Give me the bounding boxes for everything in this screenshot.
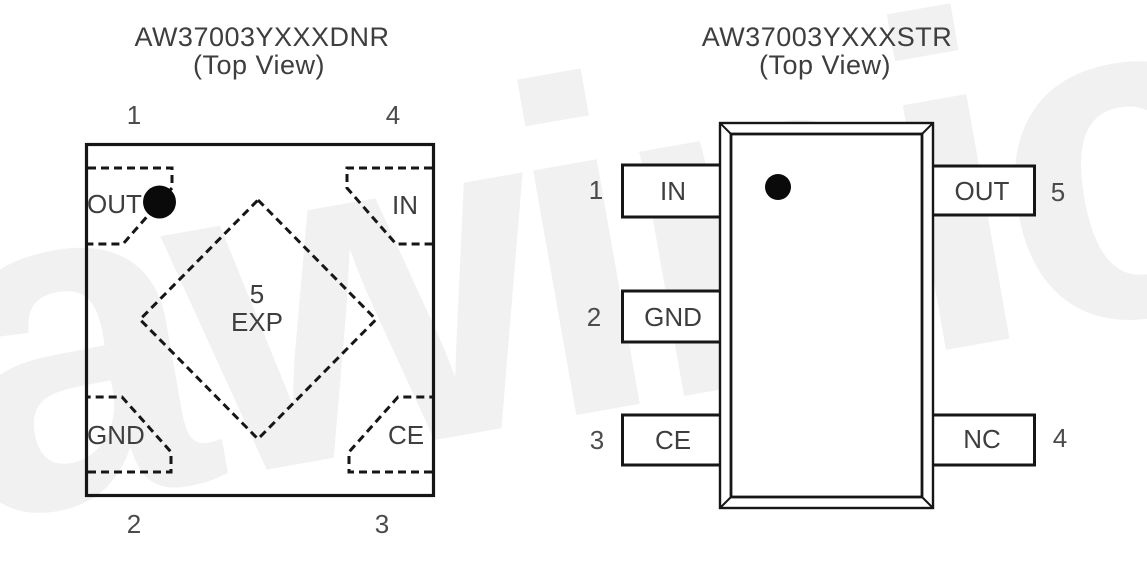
dfn-pin4-number: 4: [386, 100, 400, 130]
sot-pin1-number: 1: [589, 175, 603, 205]
sot-pin2-number: 2: [587, 302, 601, 332]
sot-package-inner-outline: [729, 132, 924, 499]
sot-pin1-indicator-dot: [765, 174, 791, 200]
dfn-pad-out-label: OUT: [87, 189, 142, 219]
dfn-exposed-pad-label: EXP: [231, 307, 283, 337]
sot-subtitle: (Top View): [759, 50, 891, 80]
dfn-exposed-pad-number: 5: [250, 279, 264, 309]
sot-lead-ce: [621, 413, 723, 467]
sot-pin5-number: 5: [1051, 177, 1065, 207]
dfn-pad-gnd-label: GND: [87, 420, 145, 450]
sot-package-diagram: AW37003YXXXSTR (Top View) IN GND CE OUT …: [587, 22, 1067, 510]
sot-lead-out-label: OUT: [955, 176, 1010, 206]
sot-pin4-number: 4: [1053, 423, 1067, 453]
dfn-title: AW37003YXXXDNR: [134, 22, 389, 52]
dfn-pad-in-label: IN: [392, 190, 418, 220]
dfn-pad-ce-label: CE: [388, 420, 424, 450]
sot-lead-nc-label: NC: [963, 424, 1001, 454]
dfn-pad-out: [88, 166, 174, 246]
sot-lead-ce-label: CE: [655, 425, 691, 455]
dfn-package-diagram: AW37003YXXXDNR (Top View) 1 4 2 3 OUT IN…: [84, 22, 436, 539]
sot-lead-gnd: [621, 289, 723, 344]
dfn-pin2-number: 2: [127, 509, 141, 539]
sot-lead-in-label: IN: [660, 176, 686, 206]
dfn-package-outline: [84, 142, 436, 498]
dfn-pad-gnd: [88, 395, 173, 474]
sot-title: AW37003YXXXSTR: [702, 22, 953, 52]
dfn-pin1-indicator-dot: [143, 185, 176, 219]
dfn-pin3-number: 3: [375, 509, 389, 539]
dfn-subtitle: (Top View): [193, 50, 325, 80]
sot-pin3-number: 3: [590, 425, 604, 455]
sot-lead-in: [621, 163, 723, 219]
sot-lead-gnd-label: GND: [644, 302, 702, 332]
sot-package-corner-bevels: [719, 122, 934, 509]
dfn-pad-in: [345, 166, 432, 246]
dfn-pin1-number: 1: [127, 100, 141, 130]
dfn-exposed-pad-outline: [137, 197, 379, 442]
dfn-pad-ce: [347, 395, 432, 474]
